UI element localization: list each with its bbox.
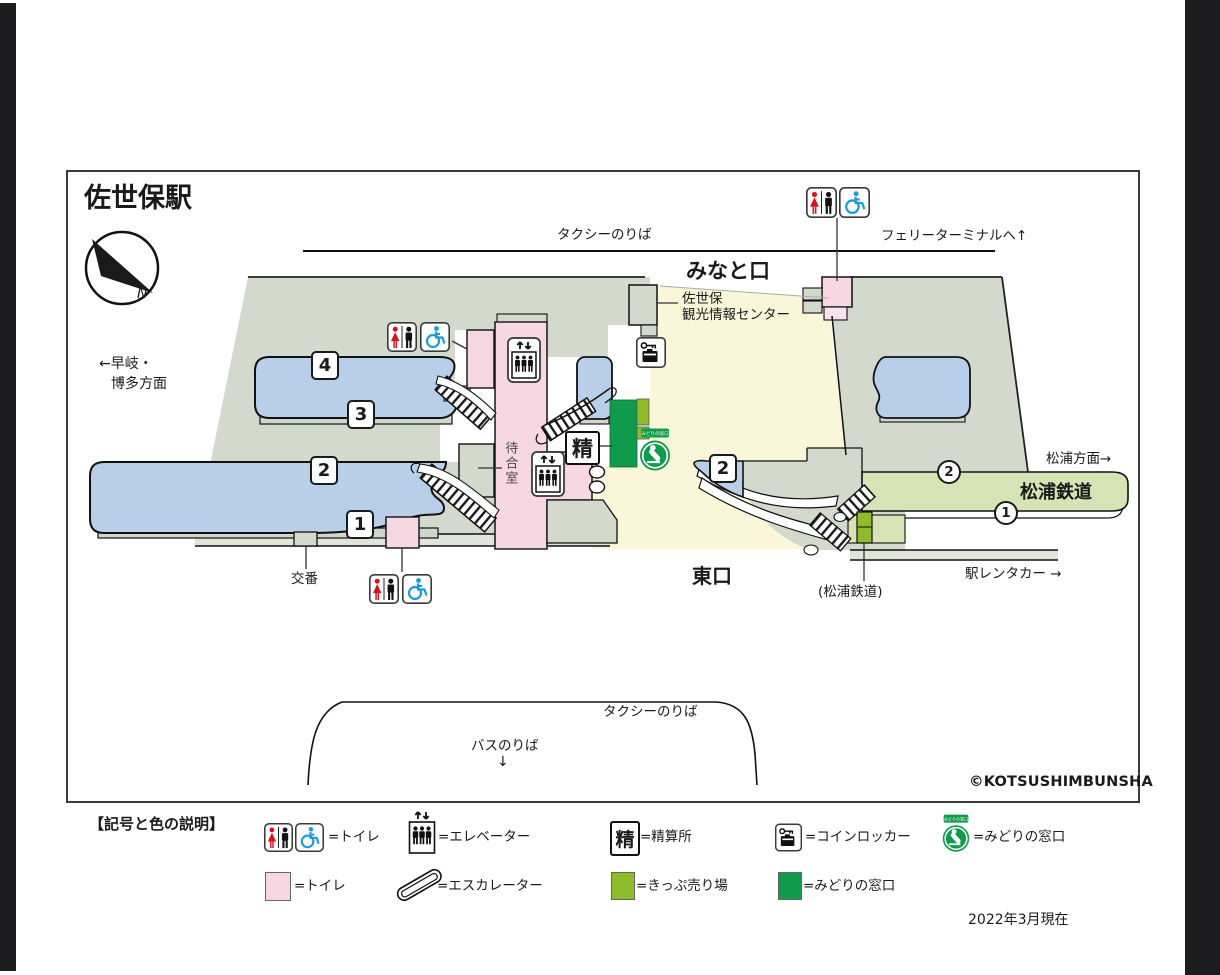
legend-label-ticket: =きっぷ売り場 — [636, 878, 728, 894]
wheelchair-icon — [420, 322, 450, 352]
compass-icon — [84, 230, 160, 306]
fare-adjustment-icon: 精 — [610, 821, 640, 856]
legend-label-toilet: =トイレ — [328, 829, 380, 845]
ferry-terminal-label: フェリーターミナルへ↑ — [881, 228, 1028, 244]
midori-window-area — [609, 399, 638, 468]
midori-window-icon: みどりの窓口 — [638, 428, 672, 474]
legend-label-locker: =コインロッカー — [805, 829, 911, 845]
minato-exit-label: みなと口 — [686, 259, 770, 283]
copyright: ©KOTSUSHIMBUNSHA — [969, 774, 1153, 790]
wheelchair-icon — [402, 574, 432, 604]
legend-heading: 【記号と色の説明】 — [89, 815, 225, 833]
platform-3-number: 3 — [347, 400, 375, 429]
east-exit-label: 東口 — [692, 564, 732, 588]
ticket-office-area — [636, 398, 650, 426]
map-frame — [66, 170, 1140, 803]
matsuura-direction-label: 松浦方面→ — [1046, 451, 1112, 467]
svg-text:みどりの窓口: みどりの窓口 — [944, 815, 968, 821]
platform-4-number: 4 — [311, 351, 339, 380]
wheelchair-icon — [839, 187, 870, 218]
matsuura-platform-1-number: 1 — [994, 501, 1018, 525]
info-center-label-1: 佐世保 — [682, 291, 723, 307]
legend-label-midori2: =みどりの窓口 — [803, 878, 896, 894]
info-center-label-2: 観光情報センター — [682, 307, 790, 323]
toilet-icon — [387, 322, 417, 352]
taxi-stand-top-label: タクシーのりば — [557, 227, 652, 243]
legend-label-elevator: =エレベーター — [438, 829, 531, 845]
page-title: 佐世保駅 — [84, 183, 192, 214]
stairs-icon — [808, 511, 852, 552]
toilet-icon — [806, 187, 837, 218]
taxi-stand-bottom-label: タクシーのりば — [603, 704, 698, 720]
legend-label-toilet2: =トイレ — [294, 878, 346, 894]
police-box-label: 交番 — [291, 571, 318, 587]
toilet-room-upper — [466, 329, 495, 389]
rentacar-label: 駅レンタカー → — [965, 566, 1062, 582]
platform-3-4-right — [872, 356, 971, 419]
elevator-icon — [408, 810, 436, 855]
coin-locker-icon — [636, 337, 666, 368]
platform-2-number: 2 — [310, 456, 338, 485]
bus-arrow: ↓ — [497, 754, 509, 770]
svg-text:みどりの窓口: みどりの窓口 — [641, 430, 669, 437]
wheelchair-icon — [295, 822, 324, 853]
toilet-icon — [264, 822, 293, 853]
platform-1-number: 1 — [346, 510, 374, 539]
toilet-icon — [369, 574, 399, 604]
right-dark-border — [1185, 0, 1220, 975]
elevator-icon — [507, 337, 541, 383]
matsuura-railway-label: 松浦鉄道 — [1020, 482, 1092, 503]
taxi-area-outline — [307, 701, 758, 786]
legend-swatch-midori — [778, 872, 802, 900]
legend-label-midori1: =みどりの窓口 — [973, 829, 1066, 845]
direction-hayagi-label-2: 博多方面 — [111, 376, 167, 392]
elevator-icon — [531, 451, 565, 497]
matsuura-platform-2-number: 2 — [937, 460, 961, 484]
left-dark-border — [0, 3, 16, 971]
date-note: 2022年3月現在 — [968, 912, 1069, 928]
fare-adjustment-icon: 精 — [565, 431, 600, 465]
midori-window-icon: みどりの窓口 — [941, 814, 971, 855]
escalator-icon — [395, 858, 447, 902]
legend-label-escalator: =エスカレーター — [437, 878, 543, 894]
waiting-room-label: 待合室 — [502, 441, 518, 486]
platform-2-right-number: 2 — [709, 454, 737, 483]
legend-swatch-pink — [265, 872, 291, 901]
bus-stand-label: バスのりば — [471, 738, 539, 754]
matsuura-note-label: (松浦鉄道) — [818, 584, 883, 600]
escalator-icon — [540, 396, 597, 442]
legend-swatch-ticket — [611, 872, 635, 900]
leader-lines — [305, 218, 865, 581]
compass-north-label: N — [137, 286, 148, 302]
legend-label-fare: =精算所 — [640, 829, 692, 845]
direction-hayagi-label-1: ←早岐・ — [99, 356, 153, 372]
coin-locker-icon — [775, 822, 802, 853]
tourist-info-building — [628, 284, 658, 326]
matsuura-platform — [861, 471, 1129, 512]
